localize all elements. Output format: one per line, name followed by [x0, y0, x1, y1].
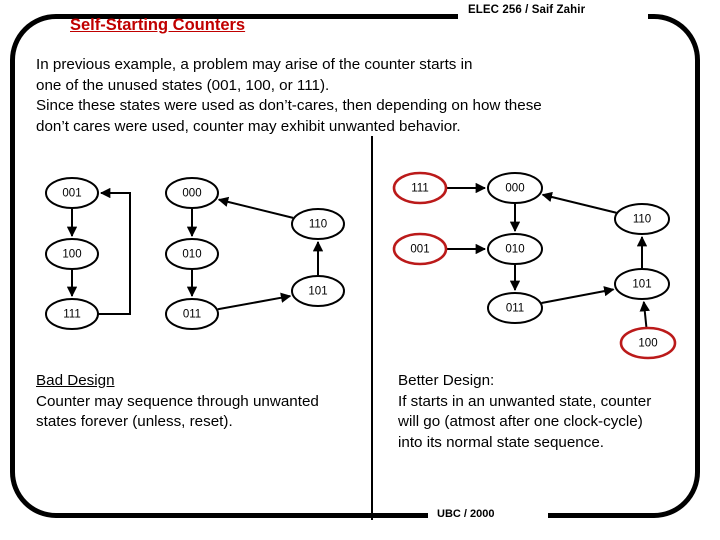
intro-line-2: one of the unused states (001, 100, or 1… [36, 76, 330, 94]
intro-line-4: don’t cares were used, counter may exhib… [36, 117, 461, 135]
better-design-line-1: If starts in an unwanted state, counter [398, 392, 652, 410]
slide-border-frame [10, 14, 700, 518]
institution-footer-label: UBC / 2000 [437, 508, 495, 520]
course-header-label: ELEC 256 / Saif Zahir [468, 4, 586, 16]
better-design-line-2: will go (atmost after one clock-cycle) [398, 413, 643, 430]
intro-line-1: In previous example, a problem may arise… [36, 56, 473, 73]
header-label-gap [458, 8, 648, 22]
vertical-divider [371, 136, 373, 520]
better-design-line-3: into its normal state sequence. [398, 433, 604, 451]
better-design-caption: Better Design: If starts in an unwanted … [398, 371, 698, 453]
bad-design-heading: Bad Design [36, 372, 115, 389]
bad-design-line-1: Counter may sequence through unwanted [36, 392, 319, 410]
bad-design-caption: Bad Design Counter may sequence through … [36, 371, 361, 433]
intro-line-3: Since these states were used as don’t-ca… [36, 97, 542, 114]
page-title: Self-Starting Counters [70, 16, 246, 34]
footer-label-gap [428, 510, 548, 524]
intro-paragraph: In previous example, a problem may arise… [36, 55, 696, 137]
better-design-heading: Better Design: [398, 372, 495, 389]
bad-design-line-2: states forever (unless, reset). [36, 413, 233, 430]
